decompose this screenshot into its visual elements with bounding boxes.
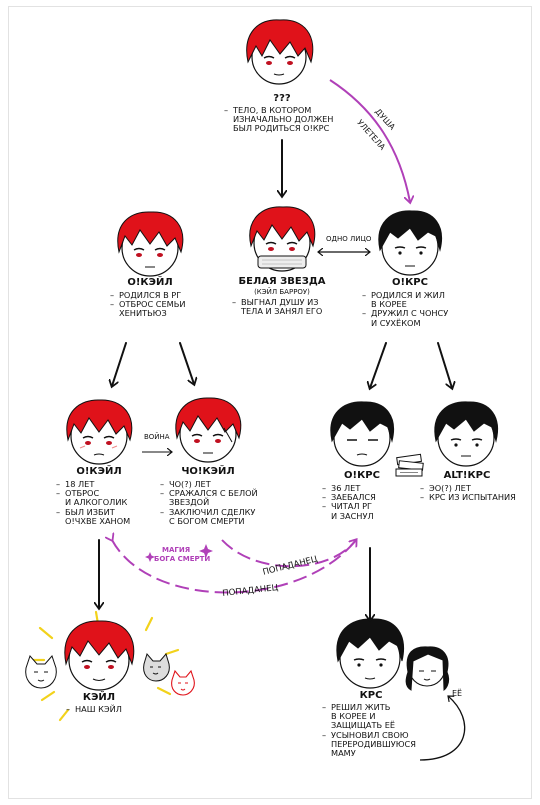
altkrs-notes: эо(?) лет крс из испытания <box>420 483 516 502</box>
okale-left-head-icon <box>66 399 133 465</box>
origin-note: был родиться о!крс <box>233 123 330 134</box>
cale-note: наш кэйл <box>66 704 122 714</box>
okrs-36-note: читал рг и заснул <box>322 502 376 521</box>
arrow-okale-to-right <box>179 342 194 384</box>
okrs-main-title: о!крс <box>392 277 428 288</box>
altkrs-head-icon <box>434 401 498 467</box>
okrs-36-notes: 36 лет заебался читал рг и заснул <box>322 483 376 521</box>
white-star-title: белая звезда <box>238 276 326 287</box>
okale-left-note: отброс и алкоголик <box>56 488 130 507</box>
krs-note: усыновил свою переродившуюся маму <box>322 730 416 759</box>
okale-left-note: 18 лет <box>56 479 130 489</box>
arrow-okrs-to-alt <box>437 342 452 388</box>
okale-main-notes: родился в рг отброс семьи хенитьюз <box>110 290 185 319</box>
arrow-okale-to-left <box>112 342 127 386</box>
okale-main-title: о!кэйл <box>127 277 173 288</box>
okrs-main-note: родился и жил в корее <box>362 290 448 309</box>
white-star-notes: выгнал душу из тела и занял его <box>232 297 322 316</box>
chokale-note: чо(?) лет <box>160 479 258 489</box>
okrs-main-head-icon <box>378 210 442 276</box>
krs-head-icon <box>336 618 404 689</box>
chokale-note: заключил сделку с богом смерти <box>160 507 258 526</box>
krs-notes: решил жить в корее и защищать её усынови… <box>322 702 416 759</box>
origin-notes: тело, в котором изначально должен был ро… <box>224 105 334 134</box>
altkrs-note: эо(?) лет <box>420 483 516 493</box>
war-label: война <box>144 433 170 441</box>
krs-title: крс <box>359 690 383 701</box>
okale-main-note: отброс семьи хенитьюз <box>110 299 185 318</box>
krs-note: решил жить в корее и защищать её <box>322 702 416 731</box>
same-face-label: одно лицо <box>326 235 372 243</box>
okrs-36-title: о!крс <box>344 470 380 481</box>
mom-head-icon <box>405 646 450 691</box>
books-icon <box>395 453 424 477</box>
arrow-isekai-lower <box>112 540 357 594</box>
okrs-36-note: 36 лет <box>322 483 376 493</box>
altkrs-note: крс из испытания <box>420 492 516 502</box>
arrow-okrs-to-36 <box>370 342 387 388</box>
cale-notes: наш кэйл <box>66 704 122 714</box>
magic-label-1: магия <box>162 546 191 554</box>
magic-label-2: бога смерти <box>154 555 211 563</box>
chokale-title: чо!кэйл <box>181 466 235 477</box>
white-star-head-icon <box>249 206 316 272</box>
sparkle-icon <box>145 544 213 562</box>
cat-red-icon <box>171 669 195 696</box>
origin-title: ??? <box>273 93 291 104</box>
origin-note: изначально должен <box>233 114 334 125</box>
okrs-36-head-icon <box>330 401 394 467</box>
origin-head-icon <box>246 19 314 85</box>
cat-grey-icon <box>143 652 170 682</box>
cat-left-icon <box>25 655 57 689</box>
altkrs-title: alt!крс <box>443 470 491 481</box>
arrow-isekai-upper <box>221 540 356 568</box>
okale-left-title: о!кэйл <box>76 466 122 477</box>
white-star-note: выгнал душу из тела и занял его <box>232 297 322 316</box>
chokale-head-icon <box>175 397 242 463</box>
okale-left-note: был избит о!чхве ханом <box>56 507 130 526</box>
okale-main-note: родился в рг <box>110 290 185 300</box>
okrs-main-notes: родился и жил в корее дружил с чонсу и с… <box>362 290 448 328</box>
her-label: её <box>452 689 463 698</box>
okrs-main-note: дружил с чонсу и сухёком <box>362 309 448 328</box>
cale-glow-icon <box>28 610 180 722</box>
arrow-her <box>419 696 466 761</box>
white-star-subtitle: (кэйл барроу) <box>254 288 310 296</box>
okale-left-notes: 18 лет отброс и алкоголик был избит о!чх… <box>56 479 130 526</box>
chokale-notes: чо(?) лет сражался с белой звездой заклю… <box>160 479 258 526</box>
cale-head-icon <box>64 620 135 691</box>
okrs-36-note: заебался <box>322 492 376 502</box>
origin-note: тело, в котором <box>224 105 333 115</box>
okale-main-head-icon <box>117 211 184 277</box>
chokale-note: сражался с белой звездой <box>160 488 258 507</box>
arrow-soul-flew <box>329 79 410 202</box>
cale-title: кэйл <box>82 692 116 703</box>
